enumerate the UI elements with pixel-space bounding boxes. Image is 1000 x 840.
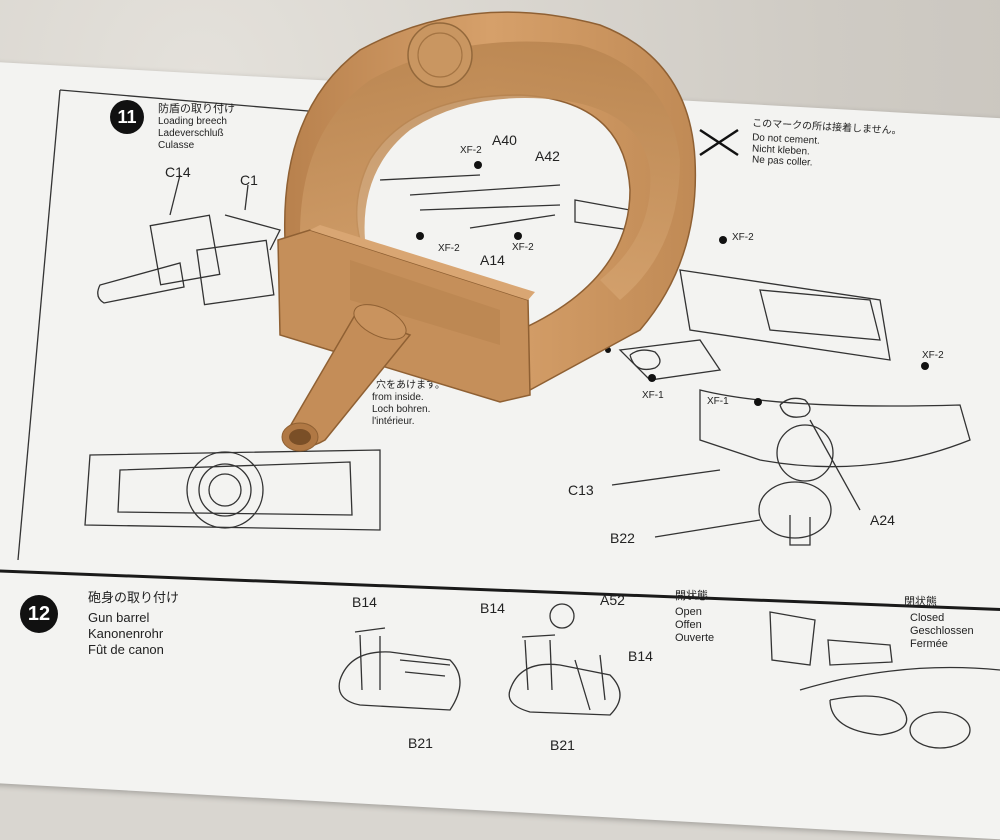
open-jp: 開状態 xyxy=(675,590,708,602)
label-xf2-d: XF-2 xyxy=(732,232,754,243)
label-c14: C14 xyxy=(165,164,191,180)
label-xf1-b: XF-1 xyxy=(707,396,729,407)
step-11-title-jp: 防盾の取り付け xyxy=(158,103,235,115)
hatch-drawing-1 xyxy=(338,651,461,711)
label-c13: C13 xyxy=(568,482,594,498)
label-xf2-b: XF-2 xyxy=(438,243,460,254)
label-b14-a: B14 xyxy=(352,594,377,610)
label-a42: A42 xyxy=(535,148,560,164)
open-de: Offen xyxy=(675,619,702,631)
label-b14-c: B14 xyxy=(628,648,653,664)
label-b22: B22 xyxy=(610,530,635,546)
instruction-line-art xyxy=(17,89,1000,749)
label-b21-a: B21 xyxy=(408,735,433,751)
closed-de: Geschlossen xyxy=(910,625,974,637)
open-en: Open xyxy=(675,606,702,618)
do-not-cement-icon xyxy=(699,128,739,157)
label-a14: A14 xyxy=(480,252,505,268)
ring-port-circle xyxy=(407,22,473,88)
plastic-mantlet-model xyxy=(277,11,697,452)
closed-jp: 閉状態 xyxy=(904,596,937,608)
step-12-title-de: Kanonenrohr xyxy=(88,626,164,641)
closed-fr: Fermée xyxy=(910,638,948,650)
drill-note-fr: l'intérieur. xyxy=(372,416,415,427)
open-fr: Ouverte xyxy=(675,632,715,644)
open-hatch-drawing xyxy=(769,611,816,666)
drill-note-de: Loch bohren. xyxy=(372,404,431,415)
label-b14-b: B14 xyxy=(480,600,505,616)
mantlet-drawing xyxy=(699,389,971,468)
step-11-title-fr: Culasse xyxy=(158,140,195,151)
step-12-title-en: Gun barrel xyxy=(88,610,150,625)
label-a52: A52 xyxy=(600,592,625,608)
label-a24: A24 xyxy=(870,512,895,528)
step-12-badge: 12 xyxy=(20,595,58,633)
mantlet-plan-drawing xyxy=(84,449,381,531)
breech-cylinder-drawing xyxy=(97,262,185,304)
closed-en: Closed xyxy=(910,612,945,624)
label-a40: A40 xyxy=(492,132,517,148)
step-11-title-en: Loading breech xyxy=(158,116,227,127)
label-c1: C1 xyxy=(240,172,258,188)
drill-note-jp: 穴をあけます。 xyxy=(376,380,445,391)
label-xf2-a: XF-2 xyxy=(460,145,482,156)
step-11-title-de: Ladeverschluß xyxy=(158,128,224,139)
hatch-drawing-2 xyxy=(508,663,621,716)
label-b21-b: B21 xyxy=(550,737,575,753)
step-12-title-jp: 砲身の取り付け xyxy=(88,590,180,605)
closed-hatch-drawing xyxy=(827,639,893,666)
step-12-title-fr: Fût de canon xyxy=(88,642,164,657)
label-xf2-c: XF-2 xyxy=(512,242,534,253)
drill-note-en: from inside. xyxy=(372,392,424,403)
label-xf1-a: XF-1 xyxy=(642,390,664,401)
label-xf2-e: XF-2 xyxy=(922,350,944,361)
step-11-badge: 11 xyxy=(110,100,144,134)
